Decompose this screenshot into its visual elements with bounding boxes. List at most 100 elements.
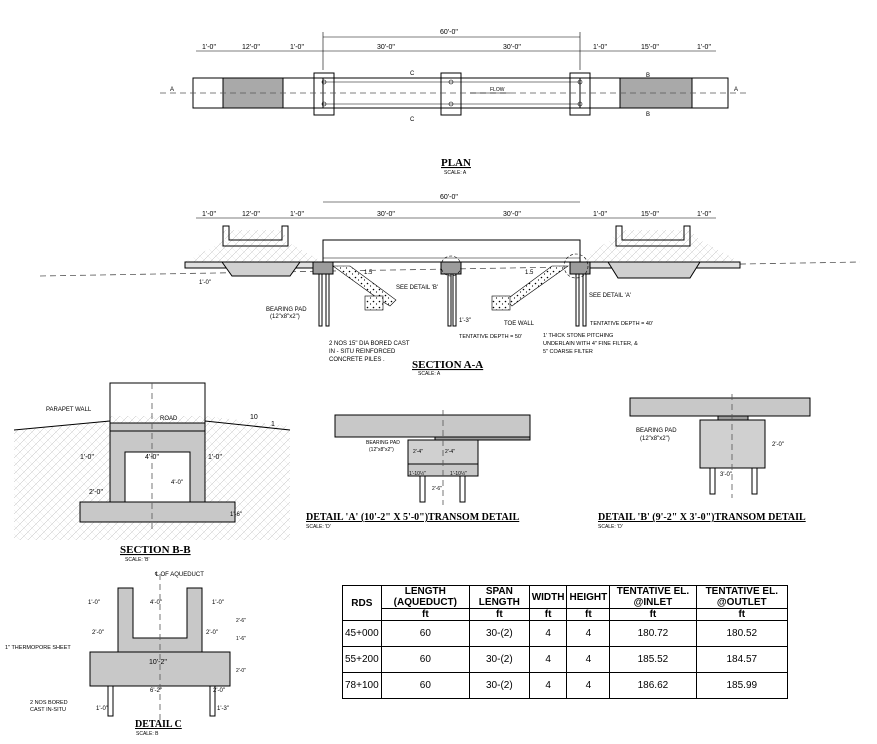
detail-c-dim-pile-rr: 1'-3" [217,706,229,712]
section-bb-scale: SCALE: 'B' [125,557,149,563]
table-cell: 185.99 [695,672,789,699]
section-bb-dim-left: 1'-0" [80,454,94,461]
section-aa-dim-overall: 60'-0" [440,194,458,201]
section-aa-dim-13: 1'-3" [459,318,471,324]
header-inlet: TENTATIVE EL. @INLET [609,585,697,609]
section-aa-dim-7: 1'-0" [697,211,711,218]
section-bb-dim-right: 1'-0" [208,454,222,461]
table-cell: 60 [380,672,471,699]
section-aa-slope-left: 1.5 [364,270,373,276]
table-cell: 4 [566,620,611,647]
plan-flow-label: FLOW [490,87,505,93]
section-aa-see-detail-b: SEE DETAIL 'B' [396,285,438,291]
section-aa-dim-0: 1'-0" [202,211,216,218]
section-aa-stone-note-3: 5" COARSE FILTER [543,349,593,355]
detail-c-dim-side-r: 2'-0" [206,630,218,636]
section-aa-piles-note-3: CONCRETE PILES . [329,357,385,363]
table-row: 45+000 60 30-(2) 4 4 180.72 180.52 [342,620,789,647]
detail-a-dim-0: 2'-4" [413,449,423,455]
plan-view: 60'-0" 1'-0" 12'-0" 1'-0" 30'-0" 30'-0" … [160,29,750,176]
unit-cell: ft [469,608,530,621]
detail-b-height: 2'-0" [772,442,784,448]
detail-c-bored-1: 2 NOS BORED [30,700,68,706]
section-bb-title: SECTION B-B [120,544,191,556]
plan-dim-overall: 60'-0" [440,29,458,36]
header-outlet: TENTATIVE EL. @OUTLET [695,585,789,609]
section-aa-slope-right: 1.5 [525,270,534,276]
detail-c-dim-total: 10'-2" [149,659,167,666]
detail-a-bearing-pad-size: (12"x8"x2") [369,447,394,453]
data-table-wrap: RDS LENGTH (AQUEDUCT) SPAN LENGTH WIDTH … [342,585,789,699]
header-length: LENGTH (AQUEDUCT) [380,585,471,609]
section-aa-piles-note-1: 2 NOS 15" DIA BORED CAST [329,341,410,347]
plan-dim-5: 1'-0" [593,44,607,51]
table-unit-row: ft ft ft ft ft ft [343,608,789,621]
table-cell: 185.52 [609,646,697,673]
plan-dim-1: 12'-0" [242,44,260,51]
section-aa-dim-1: 12'-0" [242,211,260,218]
table-cell: 4 [566,646,611,673]
section-aa-bearing-pad-size: (12"x8"x2") [270,314,300,320]
detail-b-bearing-pad: BEARING PAD [636,428,677,434]
detail-c-cl-label: ℄ OF AQUEDUCT [154,572,204,578]
plan-dim-4: 30'-0" [503,44,521,51]
plan-marker-c-top: C [410,71,415,77]
plan-marker-a-right: A [734,87,738,93]
detail-c-dim-h2: 1'-6" [236,636,246,642]
table-cell: 184.57 [695,646,789,673]
detail-a-title: DETAIL 'A' (10'-2" X 5'-0")TRANSOM DETAI… [306,512,520,523]
table-row: 78+100 60 30-(2) 4 4 186.62 185.99 [342,672,789,699]
table-cell: 186.62 [609,672,697,699]
detail-a-dim-2: 1'-10½" [409,470,426,477]
plan-marker-b-top: B [646,73,650,79]
table-cell: 78+100 [342,672,382,699]
section-bb-dim-base: 2'-0" [89,489,103,496]
section-bb-base-h: 1'-6" [230,512,242,518]
detail-b-scale: SCALE: 'D' [598,524,623,530]
detail-b-title: DETAIL 'B' (9'-2" X 3'-0")TRANSOM DETAIL [598,512,806,523]
section-bb-parapet: PARAPET WALL [46,407,92,413]
section-aa-dim-4: 30'-0" [503,211,521,218]
detail-a-dim-1: 2'-4" [445,449,455,455]
detail-c-scale: SCALE: B [136,731,159,737]
section-aa-dim-10: 1'-0" [199,280,211,286]
section-aa-title: SECTION A-A [412,359,483,371]
header-rds: RDS [342,585,382,621]
table-cell: 30-(2) [469,646,530,673]
section-aa-stone-note-2: UNDERLAIN WITH 4" FINE FILTER, & [543,341,638,347]
table-cell: 4 [528,646,568,673]
detail-c-title: DETAIL C [135,719,182,730]
detail-c-dim-inner: 4'-0" [150,600,162,606]
section-aa-bearing-pad: BEARING PAD [266,307,307,313]
table-cell: 60 [380,620,471,647]
section-aa-dim-3: 30'-0" [377,211,395,218]
table-cell: 30-(2) [469,620,530,647]
detail-c-dim-wall-r: 1'-0" [212,600,224,606]
detail-a-bearing-pad: BEARING PAD [366,440,400,446]
plan-marker-b-bottom: B [646,112,650,118]
unit-cell: ft [566,608,611,621]
detail-c-thermopore: 1" THERMOPORE SHEET [5,645,71,651]
plan-dim-3: 30'-0" [377,44,395,51]
table-cell: 4 [566,672,611,699]
plan-marker-c-bottom: C [410,117,415,123]
table-cell: 55+200 [342,646,382,673]
section-aa-scale: SCALE: A [418,371,441,377]
section-aa-toe-wall: TOE WALL [504,321,535,327]
header-span: SPAN LENGTH [469,585,530,609]
section-bb-view: PARAPET WALL ROAD 10 1 1'-0" 4'-0" 1'-0"… [13,382,291,563]
detail-a-dim-4: 2'-6" [432,486,442,492]
detail-a-view: BEARING PAD (12"x8"x2") 2'-4" 2'-4" 1'-1… [306,410,531,530]
plan-dim-0: 1'-0" [202,44,216,51]
detail-c-dim-pile-l: 1'-0" [96,706,108,712]
detail-c-dim-h1: 2'-6" [236,618,246,624]
header-width: WIDTH [528,585,568,609]
table-row: 55+200 60 30-(2) 4 4 185.52 184.57 [342,646,789,673]
detail-a-dim-3: 1'-10½" [450,470,467,477]
plan-dim-2: 1'-0" [290,44,304,51]
section-bb-slope-1: 1 [271,421,275,428]
header-height: HEIGHT [566,585,611,609]
section-aa-dim-5: 1'-0" [593,211,607,218]
section-bb-road: ROAD [160,416,178,422]
